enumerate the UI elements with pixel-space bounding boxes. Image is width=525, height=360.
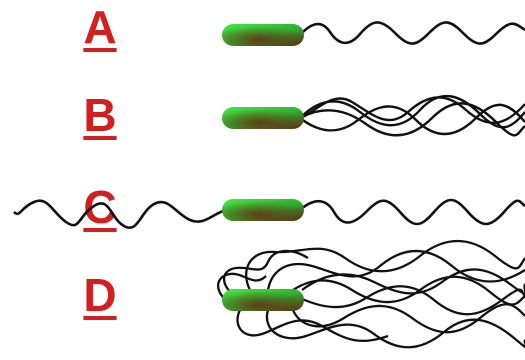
flagellum-c-left — [13, 199, 227, 229]
panel-label-a: A — [83, 1, 117, 53]
panel-a-bacterium — [222, 21, 525, 46]
panel-c-bacterium — [13, 198, 525, 229]
flagellum-b4 — [299, 96, 525, 125]
panel-label-b: B — [83, 89, 117, 141]
flagellum-d9 — [217, 272, 267, 301]
panel-label-c: C — [83, 181, 117, 233]
flagellum-a1 — [299, 21, 525, 45]
flagellum-c-right — [299, 198, 525, 226]
flagellum-d6 — [265, 309, 525, 349]
panel-label-d: D — [83, 269, 117, 321]
flagellum-d7 — [236, 309, 389, 343]
flagellum-b3 — [299, 102, 525, 137]
flagellum-d8 — [223, 249, 309, 295]
flagellum-d1 — [245, 239, 525, 291]
flagellum-d5 — [290, 303, 525, 334]
flagellum-d2 — [266, 249, 525, 291]
flagellum-d4 — [299, 285, 525, 316]
flagellum-d10 — [301, 268, 525, 295]
flagellum-b2 — [299, 103, 525, 136]
panel-d-bacterium — [217, 239, 525, 349]
panel-b-bacterium — [222, 94, 525, 137]
